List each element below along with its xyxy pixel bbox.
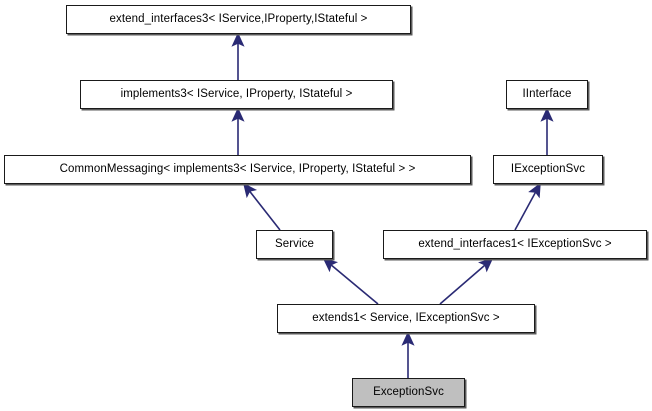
class-node-extend_interfaces1[interactable]: extend_interfaces1< IExceptionSvc > [383,230,647,259]
class-node-extends1[interactable]: extends1< Service, IExceptionSvc > [277,304,535,333]
inheritance-arrow-extends1-to-service [322,257,379,305]
class-node-label: extend_interfaces3< IService,IProperty,I… [109,12,368,25]
class-node-iexceptionsvc[interactable]: IExceptionSvc [493,155,603,184]
class-node-service[interactable]: Service [256,230,333,259]
class-node-label: ExceptionSvc [373,385,444,398]
class-node-label: Service [274,237,315,250]
inheritance-arrow-service-to-commonmessaging [243,182,281,231]
inheritance-arrow-extend_interfaces1-to-iexceptionsvc [514,182,541,231]
class-node-label: extends1< Service, IExceptionSvc > [312,311,500,324]
class-node-implements3[interactable]: implements3< IService, IProperty, IState… [80,80,393,109]
class-node-label: extend_interfaces1< IExceptionSvc > [418,237,612,250]
class-node-label: implements3< IService, IProperty, IState… [120,87,353,100]
inheritance-arrow-extends1-to-extend_interfaces1 [439,257,494,305]
class-node-label: IInterface [522,87,572,100]
class-node-extend_interfaces3[interactable]: extend_interfaces3< IService,IProperty,I… [66,5,411,34]
class-node-exceptionsvc[interactable]: ExceptionSvc [352,378,465,407]
class-node-label: IExceptionSvc [510,162,586,175]
class-node-iinterface[interactable]: IInterface [506,80,588,109]
inheritance-edges [231,32,554,378]
class-node-label: CommonMessaging< implements3< IService, … [59,162,416,175]
class-node-commonmessaging[interactable]: CommonMessaging< implements3< IService, … [4,155,471,184]
